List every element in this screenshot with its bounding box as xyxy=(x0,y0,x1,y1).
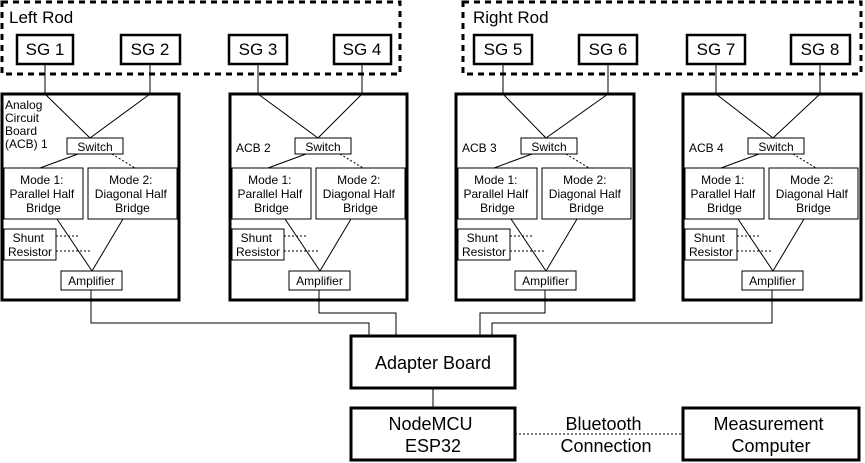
shunt-resistor xyxy=(231,228,285,261)
strain-gauge-sg7: SG 7 xyxy=(685,33,747,66)
switch-box xyxy=(294,137,352,155)
mode2-label: Mode 2: Diagonal Half Bridge xyxy=(323,173,398,215)
mode1-label: Mode 1: Parallel Half Bridge xyxy=(690,173,758,215)
board-label: Analog Circuit Board (ACB) 1 xyxy=(5,98,48,151)
mode1-parallel-half-bridge xyxy=(684,167,765,220)
mode2-diagonal-half-bridge xyxy=(541,167,632,220)
mode1-label: Mode 1: Parallel Half Bridge xyxy=(237,173,305,215)
nodemcu-esp32: NodeMCU ESP32 xyxy=(349,406,517,462)
adapter-board-label: Adapter Board xyxy=(375,353,491,373)
mode1-label: Mode 1: Parallel Half Bridge xyxy=(9,173,77,215)
strain-gauge-sg2: SG 2 xyxy=(119,33,182,66)
shunt-label: Shunt Resistor xyxy=(236,231,280,259)
board-label: ACB 4 xyxy=(689,141,724,155)
strain-gauge-sg8: SG 8 xyxy=(789,33,852,66)
strain-gauge-sg1: SG 1 xyxy=(15,33,75,66)
amplifier-label: Amplifier xyxy=(522,274,569,288)
shunt-label: Shunt Resistor xyxy=(462,231,506,259)
mode2-diagonal-half-bridge xyxy=(315,167,406,220)
adapter-wiring xyxy=(90,290,773,336)
right-rod-label: Right Rod xyxy=(473,8,549,27)
shunt-resistor xyxy=(684,228,738,261)
adapter-board: Adapter Board xyxy=(349,334,517,390)
measurement-computer: Measurement Computer xyxy=(681,406,861,462)
strain-gauge-sg3: SG 3 xyxy=(227,33,289,66)
measurement-computer-label: Measurement Computer xyxy=(713,414,828,456)
mode2-label: Mode 2: Diagonal Half Bridge xyxy=(549,173,624,215)
board-label: ACB 3 xyxy=(462,141,497,155)
right-rod-frame xyxy=(461,0,863,76)
shunt-resistor xyxy=(3,228,57,261)
analog-circuit-board-1: Analog Circuit Board (ACB) 1 Switch Mode… xyxy=(0,64,181,302)
amplifier-label: Amplifier xyxy=(749,274,796,288)
strain-gauge-sg4: SG 4 xyxy=(332,33,393,66)
amplifier-label: Amplifier xyxy=(68,274,115,288)
amplifier-label: Amplifier xyxy=(296,274,343,288)
switch-label: Switch xyxy=(305,140,340,154)
strain-gauge-sg6: SG 6 xyxy=(577,33,639,66)
board-label: ACB 2 xyxy=(236,141,271,155)
mode1-parallel-half-bridge xyxy=(3,167,84,220)
mode1-parallel-half-bridge xyxy=(231,167,312,220)
switch-label: Switch xyxy=(758,140,793,154)
strain-gauge-label: SG 6 xyxy=(589,40,628,59)
analog-circuit-board-2: ACB 2 Switch Mode 1: Parallel Half Bridg… xyxy=(228,64,409,302)
switch-box xyxy=(747,137,805,155)
switch-label: Switch xyxy=(531,140,566,154)
analog-circuit-board-3: ACB 3 Switch Mode 1: Parallel Half Bridg… xyxy=(454,64,636,302)
shunt-label: Shunt Resistor xyxy=(689,231,733,259)
strain-gauge-label: SG 7 xyxy=(697,40,736,59)
mode2-diagonal-half-bridge xyxy=(87,167,178,220)
mode1-label: Mode 1: Parallel Half Bridge xyxy=(463,173,531,215)
strain-gauge-sg5: SG 5 xyxy=(472,33,534,66)
strain-gauge-label: SG 2 xyxy=(131,40,170,59)
mode1-parallel-half-bridge xyxy=(457,167,538,220)
strain-gauge-label: SG 4 xyxy=(343,40,382,59)
switch-box xyxy=(66,137,124,155)
left-rod-frame xyxy=(0,0,402,76)
strain-gauge-label: SG 5 xyxy=(484,40,523,59)
mode2-label: Mode 2: Diagonal Half Bridge xyxy=(776,173,851,215)
strain-gauge-label: SG 3 xyxy=(239,40,278,59)
mode2-label: Mode 2: Diagonal Half Bridge xyxy=(95,173,170,215)
shunt-label: Shunt Resistor xyxy=(8,231,52,259)
left-rod-label: Left Rod xyxy=(9,8,73,27)
mode2-diagonal-half-bridge xyxy=(768,167,859,220)
strain-gauge-label: SG 8 xyxy=(801,40,840,59)
nodemcu-label: NodeMCU ESP32 xyxy=(388,414,477,456)
switch-label: Switch xyxy=(77,140,112,154)
analog-circuit-board-4: ACB 4 Switch Mode 1: Parallel Half Bridg… xyxy=(681,64,863,302)
switch-box xyxy=(520,137,578,155)
bluetooth-label: Bluetooth Connection xyxy=(560,414,651,456)
shunt-resistor xyxy=(457,228,511,261)
strain-gauge-label: SG 1 xyxy=(26,40,65,59)
